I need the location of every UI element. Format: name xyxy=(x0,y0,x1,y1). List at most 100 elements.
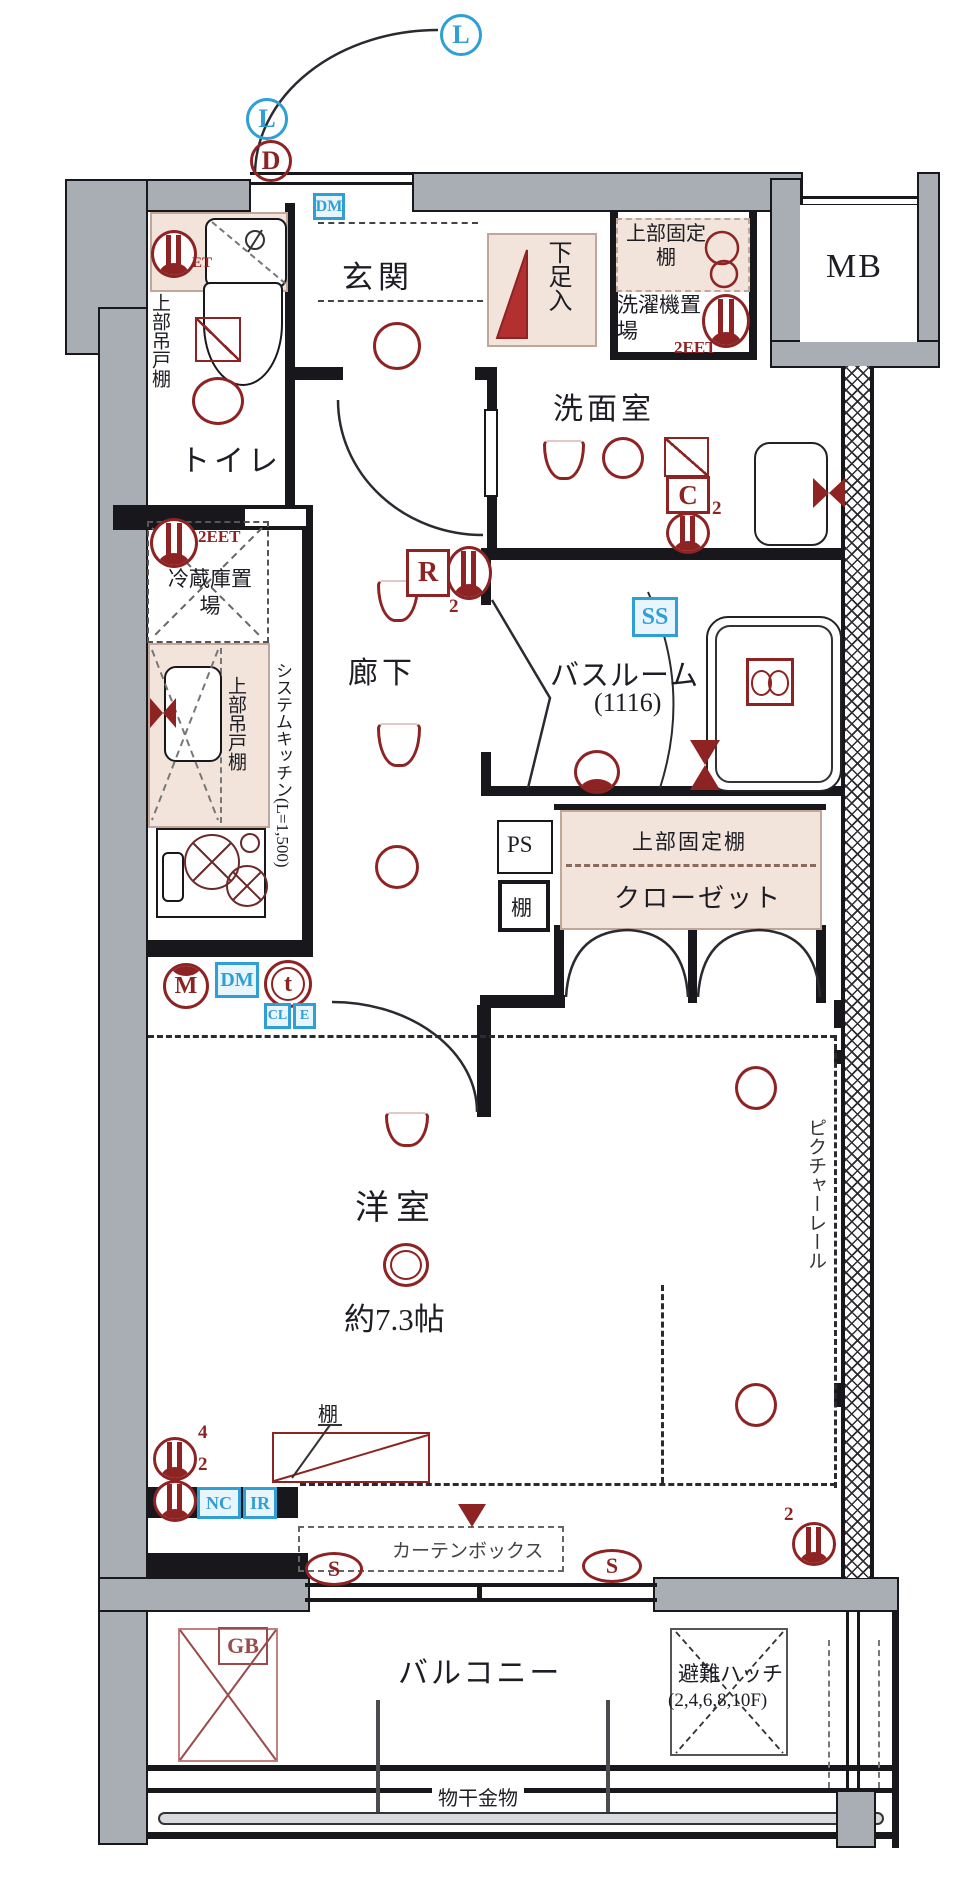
light-l-top-badge: L xyxy=(440,14,482,56)
western-room-size-label: 約7.3帖 xyxy=(344,1302,445,1337)
balcony-post-1 xyxy=(376,1700,380,1812)
washer-place-label: 洗濯機置場 xyxy=(617,293,701,344)
e-badge: E xyxy=(293,1003,316,1029)
light-l-side-label: L xyxy=(258,104,276,133)
t-badge: t xyxy=(264,960,312,1008)
room-right-outlet-count: 2 xyxy=(784,1504,794,1525)
r-label: R xyxy=(417,557,439,588)
dm-entrance-badge: DM xyxy=(313,193,345,220)
light-l-top-label: L xyxy=(452,20,470,49)
washroom-light-cup-icon xyxy=(543,440,585,480)
toilet-upper-cabinet-label: 上部吊戸棚 xyxy=(149,293,170,388)
closet-shelf-dash xyxy=(566,864,816,867)
balcony-right-outer-wall xyxy=(892,1612,899,1848)
washer-upper-shelf-label: 上部固定棚 xyxy=(626,223,706,269)
closet-label: クローゼット xyxy=(614,884,783,913)
s-right-badge: S xyxy=(582,1549,642,1583)
mb-door-line-1 xyxy=(802,196,917,199)
eet-washer-label: 2EET xyxy=(674,338,717,357)
dm-room-badge: DM xyxy=(215,962,259,998)
cl-label: CL xyxy=(267,1008,288,1023)
washroom-vent-icon xyxy=(664,437,709,477)
entrance-step-dash-2 xyxy=(318,300,483,302)
wall-room-entry xyxy=(480,995,565,1008)
m-badge: M xyxy=(163,963,209,1009)
kitchen-grill xyxy=(162,852,184,902)
wall-closet-right-stub xyxy=(816,925,826,1003)
wall-closet-left-stub xyxy=(554,925,564,1003)
washroom-light-icon xyxy=(602,437,644,479)
gb-label: GB xyxy=(227,1633,259,1658)
cl-badge: CL xyxy=(264,1003,291,1029)
room-dash-right-picture-rail-line xyxy=(834,1035,837,1488)
party-wall-mark-1 xyxy=(834,1000,844,1028)
kitchen-upper-cabinet-label: 上部吊戸棚 xyxy=(225,676,246,771)
drying-rail xyxy=(158,1812,884,1825)
room-light-center-icon xyxy=(383,1243,429,1287)
fridge-outlet-icon xyxy=(150,518,198,568)
toilet-tank xyxy=(205,218,287,288)
drying-fixture-label: 物干金物 xyxy=(432,1782,524,1811)
wall-room-bottom-left-b xyxy=(148,1553,308,1577)
shelf-box-label: 棚 xyxy=(511,896,532,920)
evac-hatch-floors-label: (2,4,6,8,10F) xyxy=(668,1690,768,1711)
balcony-bottom-line-3 xyxy=(148,1832,893,1839)
wall-top-right-band xyxy=(412,172,803,212)
party-wall-mark-3 xyxy=(834,1383,844,1407)
washroom-door xyxy=(484,409,498,497)
wall-toilet-right xyxy=(285,203,295,530)
entrance-label: 玄関 xyxy=(342,260,414,295)
eet-fridge-label: 2EET xyxy=(198,527,241,546)
t-label: t xyxy=(284,970,292,997)
wall-balcony-right-band xyxy=(653,1577,899,1612)
bathtub xyxy=(706,616,842,792)
shoe-cabinet-label: 下足入 xyxy=(544,240,570,312)
corridor-label: 廊下 xyxy=(348,657,416,690)
wash-basin xyxy=(754,442,828,546)
wall-washroom-corridor-b xyxy=(487,495,497,550)
c-outlet-icon xyxy=(666,512,710,554)
ps-box xyxy=(497,820,553,874)
c-label: C xyxy=(678,479,698,510)
corridor-outlet-icon xyxy=(446,546,492,600)
wall-kitchen-bottom xyxy=(148,940,313,957)
curtain-marker-icon xyxy=(458,1504,486,1527)
closet-upper-shelf-label: 上部固定棚 xyxy=(632,830,747,854)
balcony-bottom-line-1 xyxy=(148,1765,893,1771)
system-kitchen-label: システムキッチン(L=1,500) xyxy=(273,662,292,868)
wall-entrance-bottom-a xyxy=(295,367,343,380)
corridor-outlet-count: 2 xyxy=(449,596,459,617)
room-dash-top xyxy=(148,1035,836,1038)
wall-closet-top xyxy=(554,804,826,810)
wall-bathroom-top xyxy=(487,548,845,560)
wall-mb-bottom xyxy=(770,340,940,368)
et-label: ET xyxy=(192,255,213,271)
toilet-vent-fan-icon xyxy=(195,317,241,362)
wall-bathroom-left-b xyxy=(481,752,491,796)
fridge-place-label: 冷蔵庫置場 xyxy=(168,567,252,619)
s-left-label: S xyxy=(327,1556,341,1581)
m-label: M xyxy=(174,972,198,999)
balcony-right-dash-2 xyxy=(878,1640,880,1788)
wall-kitchen-right xyxy=(302,530,313,955)
room-left-outlet-bottom-icon xyxy=(153,1480,197,1522)
room-light-door-icon xyxy=(385,1112,429,1147)
dm-entrance-label: DM xyxy=(315,197,343,215)
d-label: D xyxy=(261,146,281,175)
room-light-right-lower-icon xyxy=(735,1383,777,1427)
entrance-light-icon xyxy=(373,322,421,370)
balcony-post-2 xyxy=(606,1700,610,1812)
western-room-label: 洋室 xyxy=(355,1190,437,1227)
wall-closet-center-post xyxy=(688,925,697,1003)
d-badge: D xyxy=(250,140,292,182)
bathroom-size-label: (1116) xyxy=(594,688,662,717)
fridge-space-box xyxy=(147,521,269,643)
picture-rail-label: ピクチャーレール xyxy=(805,1118,826,1270)
bathroom-light-icon xyxy=(574,750,620,794)
wall-washer-right xyxy=(749,212,757,360)
room-dash-mid xyxy=(661,1285,664,1483)
curtain-box-label: カーテンボックス xyxy=(392,1541,544,1562)
wall-washer-left xyxy=(610,212,618,360)
room-left-outlet-top-icon xyxy=(153,1437,197,1481)
